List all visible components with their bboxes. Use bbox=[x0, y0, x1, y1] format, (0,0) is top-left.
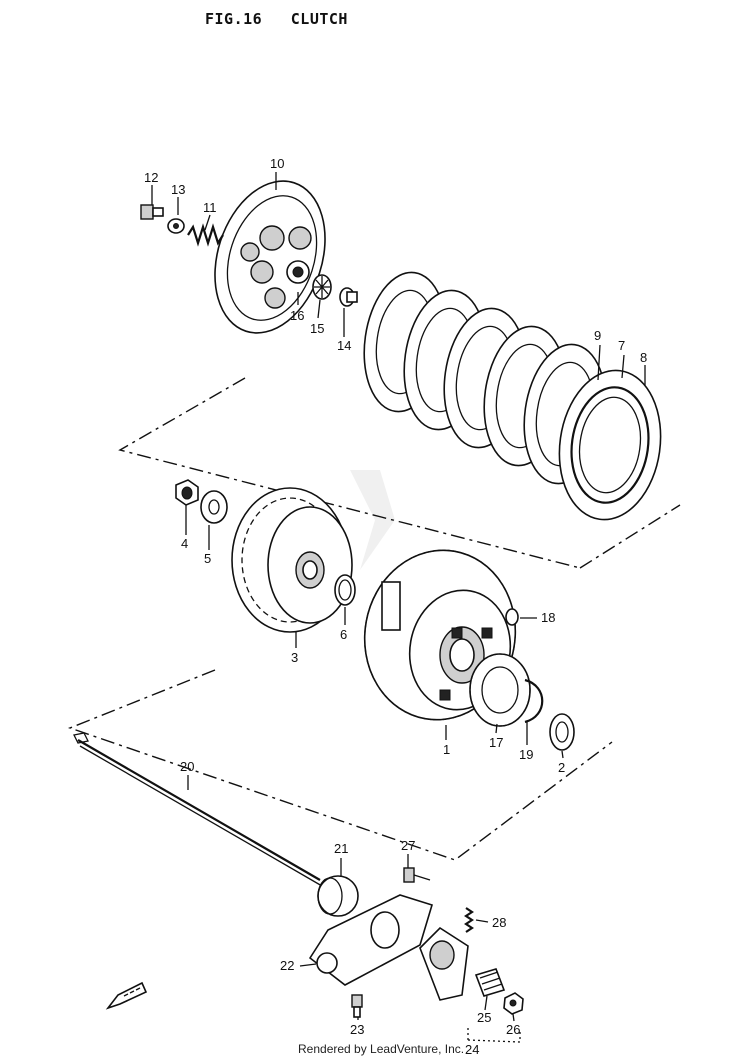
callout-8: 8 bbox=[640, 350, 647, 365]
washer-13 bbox=[167, 218, 185, 234]
bushing-18 bbox=[505, 608, 519, 626]
callout-19: 19 bbox=[519, 747, 533, 762]
lock-nut-26 bbox=[503, 992, 524, 1015]
watermark-logo bbox=[350, 470, 395, 570]
push-rod-20 bbox=[73, 732, 323, 887]
release-arm-plate-22 bbox=[308, 894, 433, 986]
callout-5: 5 bbox=[204, 551, 211, 566]
figure-title: FIG.16 CLUTCH bbox=[205, 10, 348, 28]
screw-27-top bbox=[403, 867, 431, 883]
pushrod-piece-14 bbox=[339, 287, 358, 307]
callout-13: 13 bbox=[171, 182, 185, 197]
adjust-screw-25 bbox=[474, 968, 506, 997]
callout-11: 11 bbox=[203, 200, 217, 215]
callouts: 10 12 13 11 16 15 14 9 7 8 4 5 3 6 18 1 … bbox=[144, 156, 647, 1057]
oil-seal-21 bbox=[317, 875, 359, 917]
bracket-24 bbox=[467, 1028, 521, 1043]
clutch-sleeve-hub-3 bbox=[231, 487, 353, 633]
callout-22: 22 bbox=[280, 958, 294, 973]
callout-17: 17 bbox=[489, 735, 503, 750]
callout-16: 16 bbox=[290, 308, 304, 323]
leader-lines bbox=[151, 172, 646, 1022]
callout-7: 7 bbox=[618, 338, 625, 353]
callout-12: 12 bbox=[144, 170, 158, 185]
spring-28 bbox=[464, 907, 474, 933]
callout-24: 24 bbox=[465, 1042, 479, 1057]
release-body bbox=[419, 926, 469, 1001]
bolt-12 bbox=[140, 204, 164, 220]
callout-18: 18 bbox=[541, 610, 555, 625]
bearing-15 bbox=[312, 274, 332, 300]
callout-3: 3 bbox=[291, 650, 298, 665]
oil-pump-gear-17 bbox=[469, 653, 531, 727]
callout-27: 27 bbox=[401, 838, 415, 853]
callout-14: 14 bbox=[337, 338, 351, 353]
fwd-arrow-icon bbox=[105, 981, 148, 1010]
callout-9: 9 bbox=[594, 328, 601, 343]
callout-25: 25 bbox=[477, 1010, 491, 1025]
washer-6 bbox=[334, 574, 356, 606]
callout-6: 6 bbox=[340, 627, 347, 642]
callout-1: 1 bbox=[443, 742, 450, 757]
assembly-boundary-lower bbox=[67, 669, 613, 861]
nut-4 bbox=[175, 479, 199, 506]
clutch-plate-stack bbox=[363, 271, 662, 521]
callout-26: 26 bbox=[506, 1022, 520, 1037]
render-credit: Rendered by LeadVenture, Inc. bbox=[298, 1042, 465, 1056]
callout-28: 28 bbox=[492, 915, 506, 930]
callout-23: 23 bbox=[350, 1022, 364, 1037]
callout-4: 4 bbox=[181, 536, 188, 551]
washer-5 bbox=[200, 490, 228, 524]
screw-23-bottom bbox=[351, 994, 363, 1018]
callout-21: 21 bbox=[334, 841, 348, 856]
assembly-boundary-upper bbox=[118, 377, 681, 569]
spring-11 bbox=[187, 223, 224, 247]
callout-2: 2 bbox=[558, 760, 565, 775]
circlip-19 bbox=[524, 678, 544, 724]
callout-20: 20 bbox=[180, 759, 194, 774]
thrust-washer-2 bbox=[549, 713, 575, 751]
callout-15: 15 bbox=[310, 321, 324, 336]
callout-10: 10 bbox=[270, 156, 284, 171]
